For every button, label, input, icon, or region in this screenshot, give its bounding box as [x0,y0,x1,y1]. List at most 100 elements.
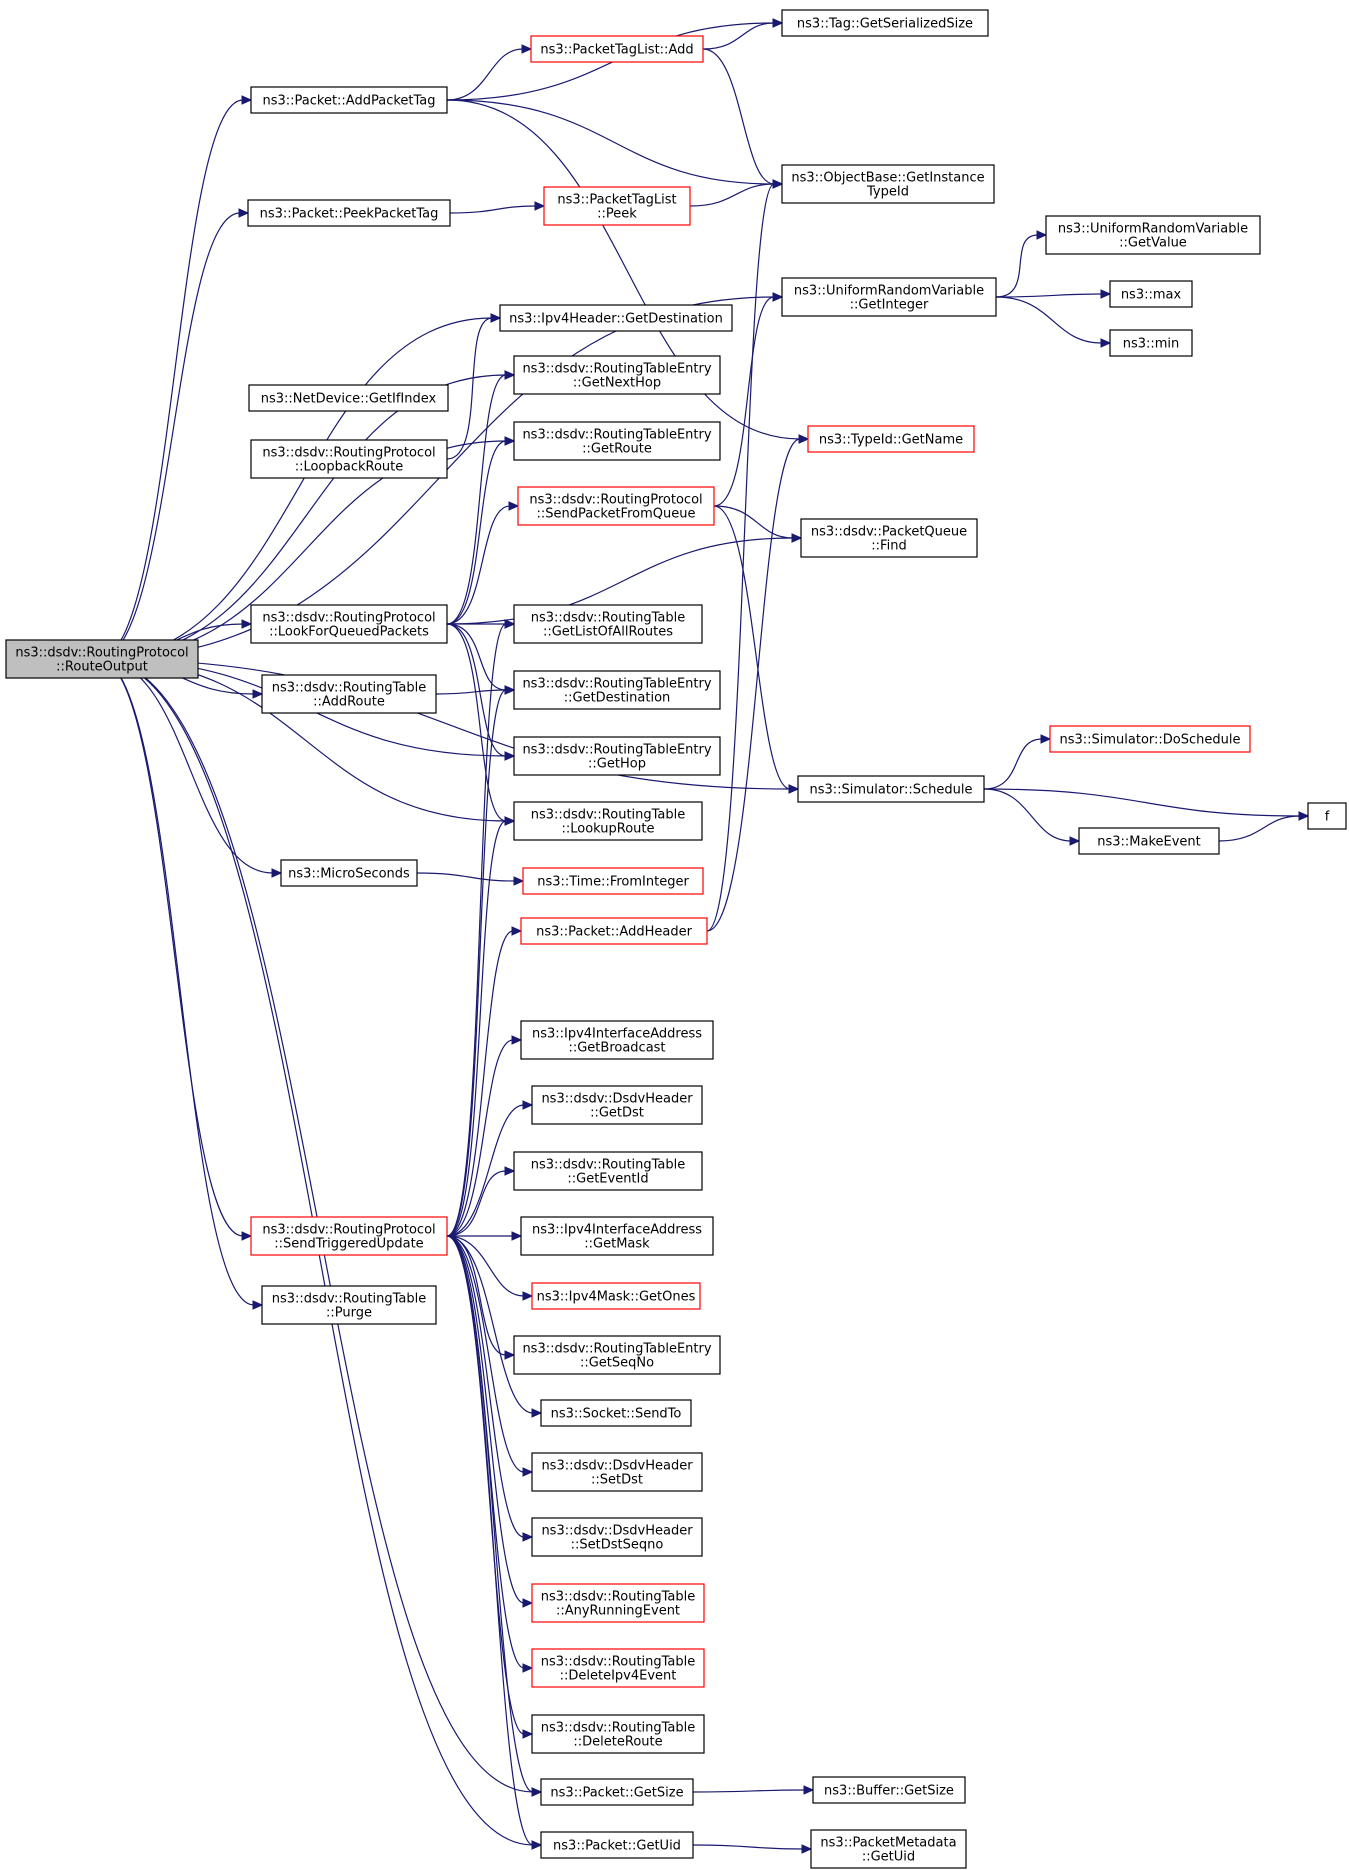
node-tag-getserializedsize[interactable]: ns3::Tag::GetSerializedSize [781,9,989,37]
arrowhead [522,1467,534,1477]
edge-sendtriggered-to-packet-getuid [446,1235,543,1850]
edge-line [435,689,507,695]
edge-line [446,820,507,1237]
node-packet-addheader[interactable]: ns3::Packet::AddHeader [520,917,708,945]
node-box [513,1335,721,1375]
node-makeevent[interactable]: ns3::MakeEvent [1078,827,1220,855]
edge-line [446,623,507,757]
edge-line [446,1235,525,1473]
node-microseconds[interactable]: ns3::MicroSeconds [280,859,418,887]
node-rt-geteventid[interactable]: ns3::dsdv::RoutingTable::GetEventId [513,1151,703,1191]
node-rte-gethop[interactable]: ns3::dsdv::RoutingTableEntry::GetHop [513,736,721,776]
node-ipv4ia-getbroadcast[interactable]: ns3::Ipv4InterfaceAddress::GetBroadcast [520,1020,714,1060]
node-box [513,355,721,395]
node-netdev-getifindex[interactable]: ns3::NetDevice::GetIfIndex [248,384,449,412]
node-ns3-min[interactable]: ns3::min [1109,329,1193,357]
edge-line [446,1235,534,1414]
node-label: ::DeleteIpv4Event [560,1669,677,1684]
edge-sim-schedule-to-f [983,788,1310,821]
edge-makeevent-to-f [1218,811,1310,842]
arrowhead [241,95,253,105]
node-label: ::GetInteger [850,298,929,313]
edge-line [446,623,507,1237]
node-f[interactable]: f [1307,802,1347,830]
node-sendtriggered[interactable]: ns3::dsdv::RoutingProtocol::SendTriggere… [250,1216,448,1256]
node-label: ns3::Time::FromInteger [537,875,689,890]
edge-line [446,1235,525,1604]
node-socket-sendto[interactable]: ns3::Socket::SendTo [540,1399,692,1427]
node-dh-setdst[interactable]: ns3::dsdv::DsdvHeader::SetDst [531,1452,703,1492]
node-sendpacketfromqueue[interactable]: ns3::dsdv::RoutingProtocol::SendPacketFr… [517,486,715,526]
edge-line [98,212,241,660]
node-rt-deleteroute[interactable]: ns3::dsdv::RoutingTable::DeleteRoute [531,1714,705,1754]
node-box [781,9,989,37]
arrowhead [511,1035,523,1045]
node-ipv4ia-getmask[interactable]: ns3::Ipv4InterfaceAddress::GetMask [520,1216,714,1256]
node-sim-schedule[interactable]: ns3::Simulator::Schedule [797,775,985,803]
node-peekpackettag[interactable]: ns3::Packet::PeekPacketTag [247,199,451,227]
node-rte-getseqno[interactable]: ns3::dsdv::RoutingTableEntry::GetSeqNo [513,1335,721,1375]
node-rt-addroute[interactable]: ns3::dsdv::RoutingTable::AddRoute [261,674,437,714]
node-label: ns3::Ipv4Mask::GetOnes [537,1290,696,1305]
edge-line [446,1104,525,1237]
node-label: ns3::dsdv::PacketQueue [811,525,967,540]
node-ptl-add[interactable]: ns3::PacketTagList::Add [530,35,704,63]
arrowhead [803,1785,815,1795]
node-rt-deleteipv4event[interactable]: ns3::dsdv::RoutingTable::DeleteIpv4Event [531,1648,705,1688]
edge-lookforqueued-to-sendpacketfromqueue [446,501,520,625]
node-box [531,1517,703,1557]
node-dh-getdst[interactable]: ns3::dsdv::DsdvHeader::GetDst [531,1085,703,1125]
edge-lookforqueued-to-rt-lookuproute [446,623,516,826]
node-label: ::LookForQueuedPackets [269,625,429,640]
node-label: ::SetDstSeqno [571,1538,664,1553]
edge-sendtriggered-to-ipv4ia-getbroadcast [446,1035,523,1237]
node-rt-purge[interactable]: ns3::dsdv::RoutingTable::Purge [261,1285,437,1325]
edge-line [446,689,507,1237]
arrowhead [772,179,784,189]
arrowhead [241,619,253,629]
node-rte-getnexthop[interactable]: ns3::dsdv::RoutingTableEntry::GetNextHop [513,355,721,395]
node-pmd-getuid[interactable]: ns3::PacketMetadata::GetUid [810,1829,967,1869]
node-label: ns3::dsdv::RoutingTable [541,1721,696,1736]
node-loopbackroute[interactable]: ns3::dsdv::RoutingProtocol::LoopbackRout… [250,439,448,479]
edge-line [706,183,775,932]
node-box [248,384,449,412]
node-label: ns3::UniformRandomVariable [794,284,984,299]
node-ns3-max[interactable]: ns3::max [1109,280,1193,308]
edge-line [98,658,244,1237]
node-sim-doschedule[interactable]: ns3::Simulator::DoSchedule [1049,725,1251,753]
node-dh-setdstseqno[interactable]: ns3::dsdv::DsdvHeader::SetDstSeqno [531,1517,703,1557]
node-box [499,304,733,332]
node-packet-getsize[interactable]: ns3::Packet::GetSize [540,1778,694,1806]
edge-line [446,99,801,440]
arrowhead [522,1291,534,1301]
node-urv-getvalue[interactable]: ns3::UniformRandomVariable::GetValue [1045,215,1261,255]
arrowhead [522,1598,534,1608]
edge-line [446,1235,534,1793]
node-urv-getinteger[interactable]: ns3::UniformRandomVariable::GetInteger [781,277,997,317]
arrowhead [504,436,516,446]
edge-sendpacketfromqueue-to-sim-schedule [713,505,800,794]
node-rt-lookuproute[interactable]: ns3::dsdv::RoutingTable::LookupRoute [513,801,703,841]
node-ipv4mask-getones[interactable]: ns3::Ipv4Mask::GetOnes [531,1282,701,1310]
node-buffer-getsize[interactable]: ns3::Buffer::GetSize [812,1776,966,1804]
node-ipv4hdr-getdest[interactable]: ns3::Ipv4Header::GetDestination [499,304,733,332]
node-rte-getdestination[interactable]: ns3::dsdv::RoutingTableEntry::GetDestina… [513,670,721,710]
node-ptl-peek[interactable]: ns3::PacketTagList::Peek [543,186,691,226]
node-rt-getlistofallroutes[interactable]: ns3::dsdv::RoutingTable::GetListOfAllRou… [513,604,703,644]
node-label: ::GetUid [862,1850,915,1865]
node-root[interactable]: ns3::dsdv::RoutingProtocol::RouteOutput [5,639,199,679]
edge-loopbackroute-to-ipv4hdr-getdest [446,313,502,460]
edge-line [702,48,775,185]
node-typeid-getname[interactable]: ns3::TypeId::GetName [807,425,975,453]
edge-sendtriggered-to-packet-addheader [446,926,523,1237]
node-rte-getroute[interactable]: ns3::dsdv::RoutingTableEntry::GetRoute [513,421,721,461]
node-time-frominteger[interactable]: ns3::Time::FromInteger [522,867,704,895]
node-rt-anyrunningevent[interactable]: ns3::dsdv::RoutingTable::AnyRunningEvent [531,1583,705,1623]
node-pq-find[interactable]: ns3::dsdv::PacketQueue::Find [800,518,978,558]
node-addpackettag[interactable]: ns3::Packet::AddPacketTag [250,86,448,114]
edge-line [995,234,1039,298]
node-lookforqueued[interactable]: ns3::dsdv::RoutingProtocol::LookForQueue… [250,604,448,644]
node-packet-getuid[interactable]: ns3::Packet::GetUid [540,1831,694,1859]
